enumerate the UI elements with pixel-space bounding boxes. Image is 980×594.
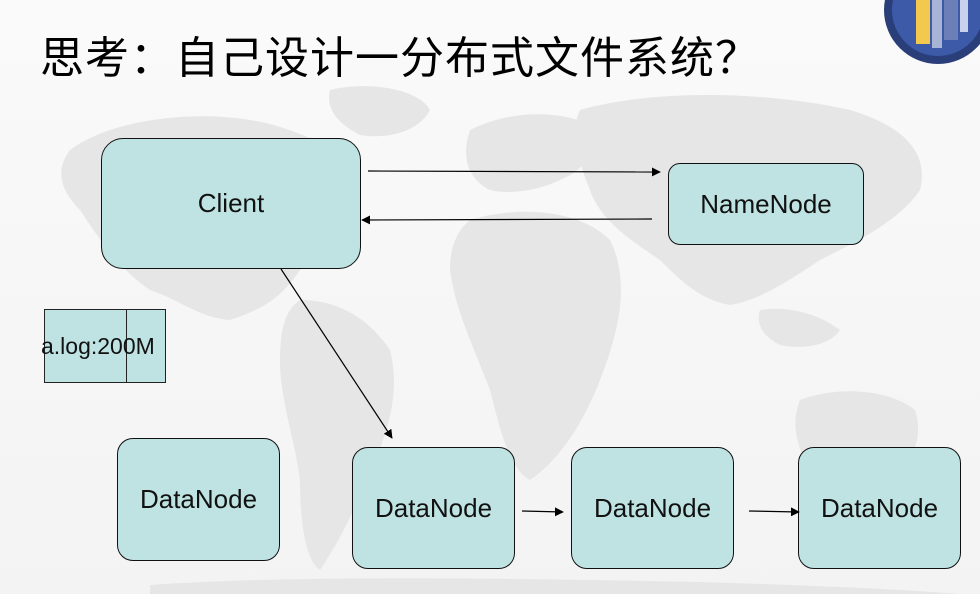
datanode-3-label: DataNode — [593, 492, 712, 523]
arrow-client-to-namenode — [367, 167, 661, 177]
datanode-3: DataNode — [571, 447, 734, 569]
southeast-asia-landmass — [758, 308, 840, 347]
arrow-namenode-to-client — [361, 215, 653, 225]
europe-landmass — [466, 114, 594, 192]
datanode-2-label: DataNode — [374, 492, 493, 523]
slide-title: 思考：自己设计一分布式文件系统？ — [40, 33, 760, 84]
arrow-datanode3-to-datanode4 — [748, 507, 800, 517]
client-node-label: Client — [197, 188, 265, 218]
greenland-landmass — [329, 86, 430, 137]
file-block-divider — [126, 310, 127, 382]
africa-landmass — [450, 211, 621, 480]
namenode-node-label: NameNode — [700, 188, 832, 219]
datanode-4-label: DataNode — [820, 492, 939, 523]
south-america-landmass — [280, 300, 394, 570]
antarctica-landmass — [150, 578, 960, 594]
arrow-client-to-datanode — [280, 268, 393, 439]
datanode-4: DataNode — [798, 447, 961, 569]
namenode-node: NameNode — [668, 163, 864, 245]
file-block — [44, 309, 166, 383]
corner-logo — [884, 0, 980, 64]
arrow-datanode2-to-datanode3 — [521, 507, 564, 517]
client-node: Client — [101, 138, 361, 269]
datanode-1-label: DataNode — [139, 484, 258, 514]
datanode-1: DataNode — [117, 438, 280, 561]
datanode-2: DataNode — [352, 447, 515, 569]
file-label: a.log:200M — [41, 333, 155, 359]
